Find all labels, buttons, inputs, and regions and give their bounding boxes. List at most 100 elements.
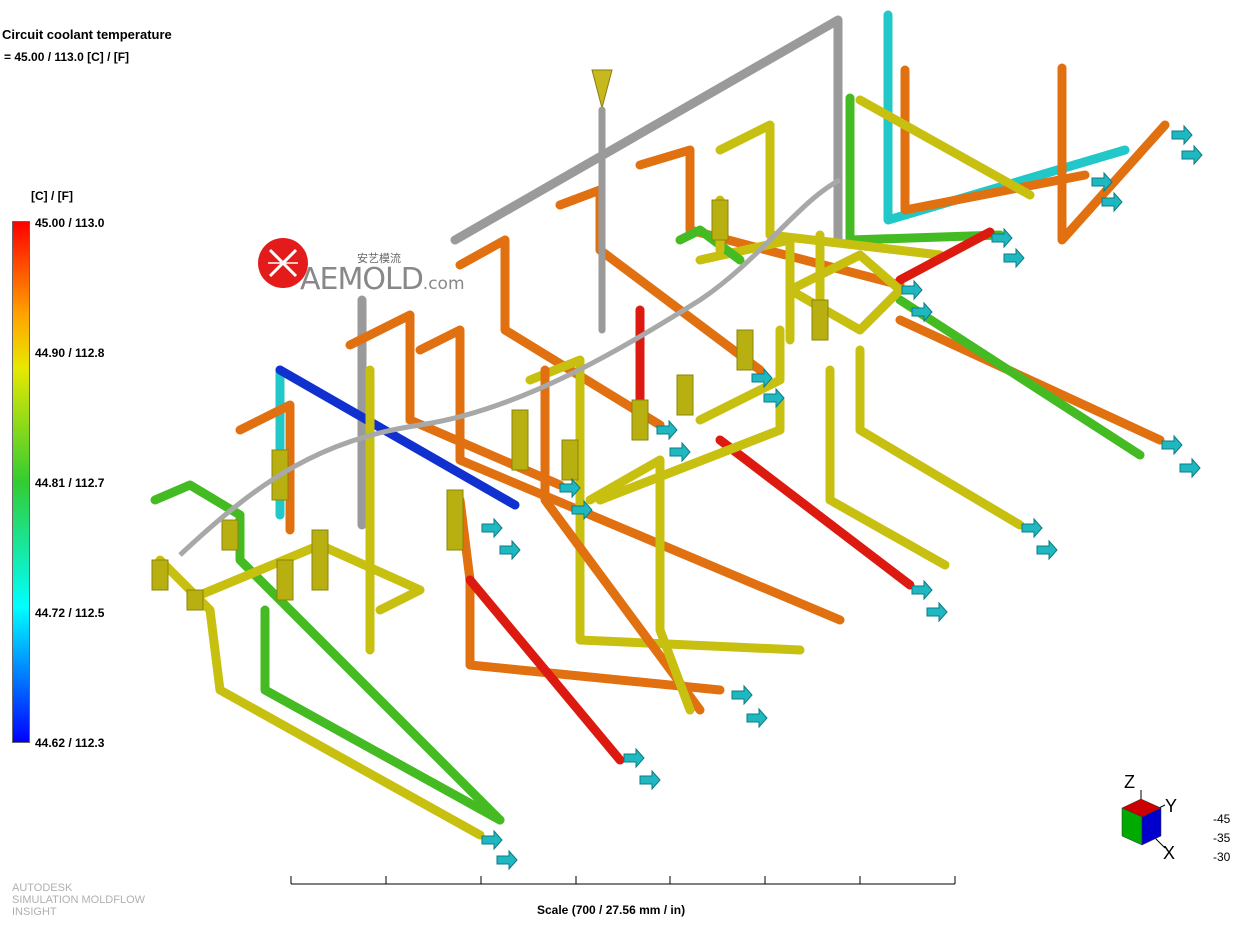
software-credit-line-3: INSIGHT	[12, 906, 57, 918]
aemold-logo-icon	[258, 238, 308, 288]
flow-arrow-icon	[926, 601, 948, 623]
legend-tick-3: 44.81 / 112.7	[35, 476, 105, 490]
coolant-pipe	[450, 15, 843, 245]
result-title: Circuit coolant temperature	[2, 27, 172, 42]
coolant-pipe	[855, 95, 1035, 200]
coolant-arrows	[481, 124, 1203, 871]
coolant-pipe	[585, 455, 695, 715]
coolant-pipe	[715, 120, 945, 260]
axis-triad: Z Y X	[1121, 772, 1177, 863]
axis-values: -45 -35 -30	[1213, 810, 1230, 867]
flow-arrow-icon	[571, 499, 593, 521]
flow-arrow-icon	[623, 747, 645, 769]
baffle	[511, 409, 529, 471]
coolant-pipe	[895, 227, 995, 285]
coolant-pipe	[150, 480, 505, 825]
flow-arrow-icon	[656, 419, 678, 441]
coolant-pipe	[595, 395, 785, 505]
coolant-pipe	[855, 345, 1025, 530]
flow-arrow-icon	[499, 539, 521, 561]
coolant-pipe	[635, 145, 905, 290]
baffle	[736, 329, 754, 371]
axis-x-label: X	[1163, 843, 1175, 863]
coolant-pipe	[695, 325, 785, 425]
flow-arrow-icon	[1021, 517, 1043, 539]
scale-caption: Scale (700 / 27.56 mm / in)	[537, 903, 686, 917]
baffle	[811, 299, 829, 341]
coolant-pipe	[895, 295, 1145, 460]
flow-arrow-icon	[481, 517, 503, 539]
coolant-pipe	[260, 605, 505, 825]
baffle	[711, 199, 729, 241]
software-credit: AUTODESK SIMULATION MOLDFLOW INSIGHT	[12, 882, 145, 918]
flow-arrow-icon	[901, 279, 923, 301]
flow-arrow-icon	[1161, 434, 1183, 456]
flow-arrow-icon	[751, 367, 773, 389]
coolant-pipe	[883, 10, 1130, 225]
flow-arrow-icon	[1181, 144, 1203, 166]
flow-arrow-icon	[481, 829, 503, 851]
axis-value-1: -45	[1213, 812, 1231, 826]
flow-arrow-icon	[639, 769, 661, 791]
axis-y-label: Y	[1165, 796, 1177, 816]
coolant-pipe	[155, 555, 485, 840]
scale-bar	[290, 876, 956, 885]
flow-arrow-icon	[496, 849, 518, 871]
coolant-pipe	[675, 225, 745, 265]
flow-arrow-icon	[911, 579, 933, 601]
axis-z-label: Z	[1124, 772, 1135, 792]
axis-value-3: -30	[1213, 850, 1231, 864]
legend-colorbar	[12, 221, 30, 743]
legend-tick-4: 44.72 / 112.5	[35, 606, 105, 620]
baffle	[631, 399, 649, 441]
baffle	[221, 519, 239, 551]
coolant-pipe	[455, 495, 725, 695]
legend-unit: [C] / [F]	[31, 189, 73, 203]
baffle	[276, 559, 294, 601]
flow-arrow-icon	[559, 477, 581, 499]
coolant-pipe	[825, 365, 950, 570]
flow-arrow-icon	[991, 227, 1013, 249]
coolant-pipe	[465, 575, 625, 765]
coolant-pipe	[415, 325, 845, 625]
flow-arrow-icon	[1036, 539, 1058, 561]
coolant-pipe	[345, 310, 565, 490]
software-credit-line-1: AUTODESK	[12, 882, 73, 894]
coolant-pipe	[195, 540, 425, 615]
watermark-chinese: 安艺模流	[357, 253, 401, 265]
coolant-pipe	[540, 365, 705, 715]
baffle	[311, 529, 329, 591]
software-credit-line-2: SIMULATION MOLDFLOW	[12, 894, 146, 906]
flow-arrow-icon	[1091, 171, 1113, 193]
coolant-pipe	[785, 250, 905, 335]
flow-arrow-icon	[669, 441, 691, 463]
baffle	[676, 374, 694, 416]
flow-arrow-icon	[1171, 124, 1193, 146]
flow-arrow-icon	[911, 301, 933, 323]
baffle	[186, 589, 204, 611]
runner	[178, 177, 842, 557]
baffle	[446, 489, 464, 551]
result-range: = 45.00 / 113.0 [C] / [F]	[4, 50, 130, 64]
coolant-pipe	[235, 400, 295, 535]
coolant-pipe	[715, 435, 915, 590]
flow-arrow-icon	[1179, 457, 1201, 479]
flow-arrow-icon	[731, 684, 753, 706]
flow-arrow-icon	[746, 707, 768, 729]
coolant-pipe	[275, 365, 520, 510]
coolant-pipe	[900, 65, 1090, 215]
cooling-circuits	[150, 10, 1170, 840]
legend-tick-2: 44.90 / 112.8	[35, 346, 105, 360]
flow-arrow-icon	[763, 387, 785, 409]
legend-tick-max: 45.00 / 113.0	[35, 216, 105, 230]
baffle	[151, 559, 169, 591]
watermark-brand-name: AEMOLD	[300, 262, 424, 297]
sprue	[591, 69, 613, 334]
watermark-brand-suffix: .com	[422, 274, 465, 294]
baffle	[561, 439, 579, 481]
flow-arrow-icon	[1101, 191, 1123, 213]
watermark-brand: AEMOLD.com	[300, 262, 465, 297]
axis-value-2: -35	[1213, 831, 1231, 845]
flow-arrow-icon	[1003, 247, 1025, 269]
